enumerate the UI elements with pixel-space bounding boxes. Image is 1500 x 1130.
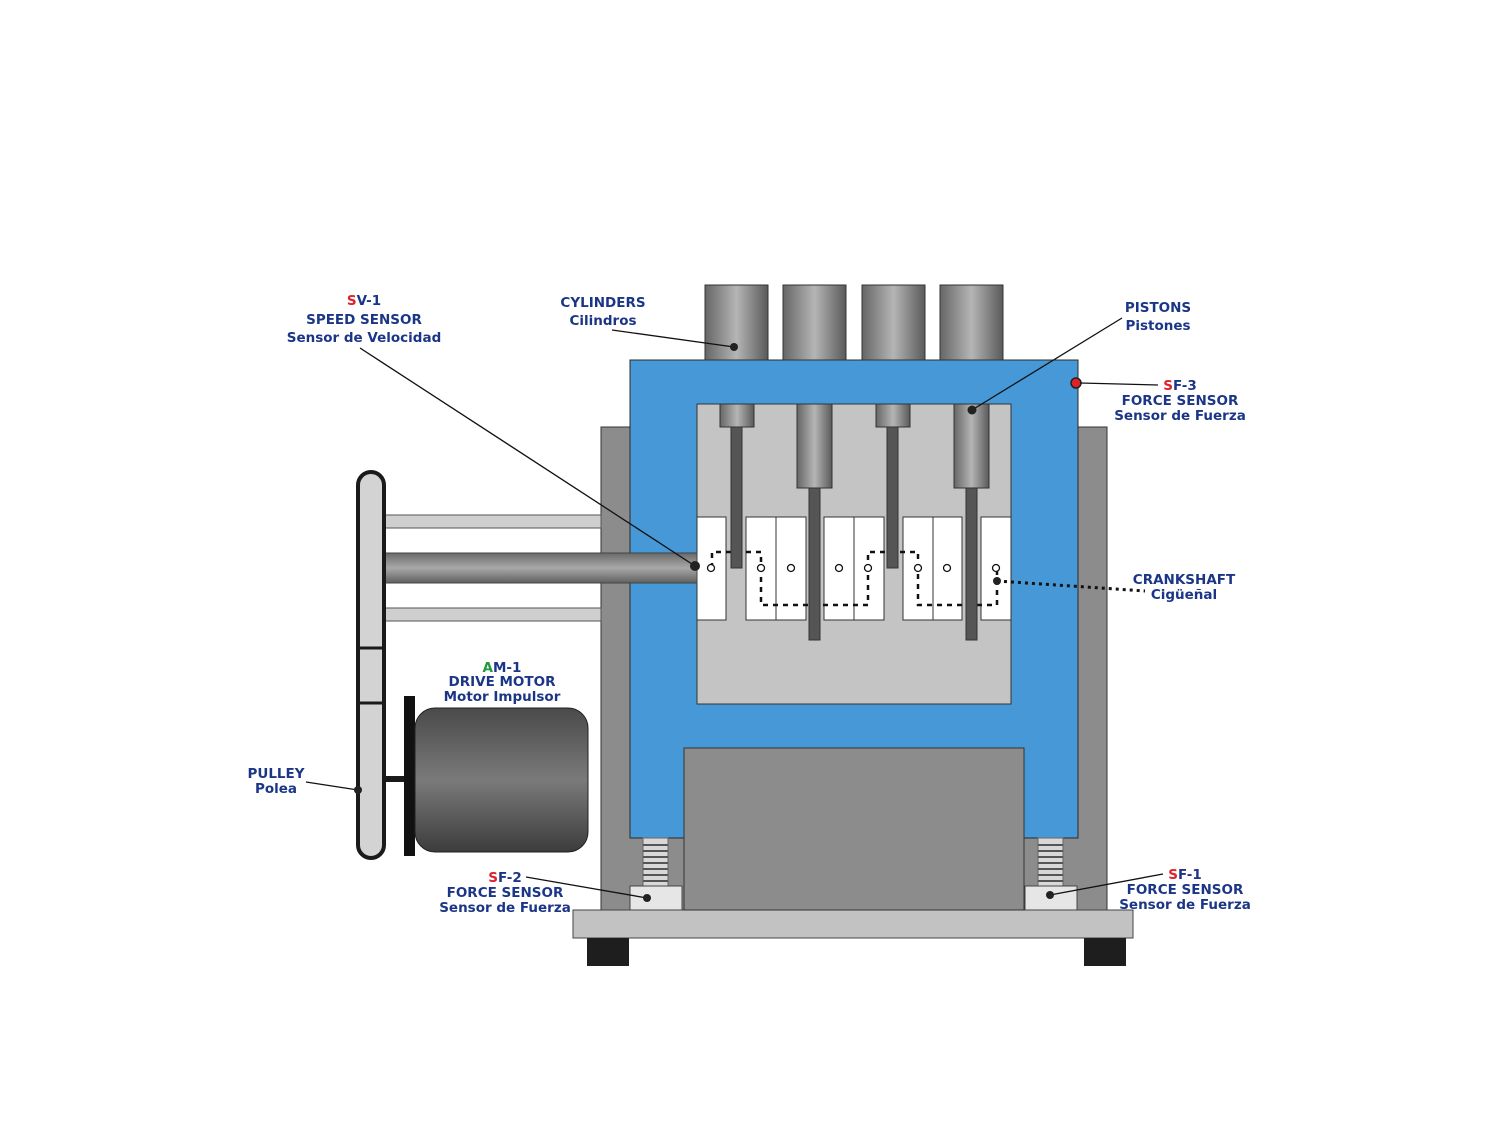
svg-text:Sensor de Velocidad: Sensor de Velocidad (287, 330, 442, 346)
guide-rod-top (383, 514, 602, 529)
cylinder-3 (861, 284, 926, 361)
lower-opening (683, 747, 1025, 911)
cylinder-2 (782, 284, 847, 361)
label-pulley: PULLEY Polea (247, 766, 304, 797)
pistons (719, 403, 990, 641)
main-shaft (383, 552, 698, 584)
svg-text:FORCE SENSOR: FORCE SENSOR (1127, 882, 1244, 898)
foot-right (1084, 938, 1126, 966)
label-sf1: SF-1 FORCE SENSOR Sensor de Fuerza (1119, 867, 1251, 913)
cylinder-4 (939, 284, 1004, 361)
force-sensor-sf3 (1070, 377, 1082, 389)
leader-lines (305, 317, 1164, 902)
svg-text:DRIVE MOTOR: DRIVE MOTOR (449, 674, 557, 690)
svg-text:Polea: Polea (255, 781, 297, 797)
label-crankshaft: CRANKSHAFT Cigüeñal (1133, 572, 1236, 603)
svg-text:FORCE SENSOR: FORCE SENSOR (1122, 393, 1239, 409)
svg-text:Sensor de Fuerza: Sensor de Fuerza (1119, 897, 1251, 913)
spring-right (1037, 837, 1064, 887)
label-cylinders: CYLINDERS Cilindros (560, 295, 645, 329)
svg-text:CYLINDERS: CYLINDERS (560, 295, 645, 311)
svg-text:SF-1: SF-1 (1168, 867, 1202, 883)
motor-shaft (384, 776, 406, 782)
svg-text:FORCE SENSOR: FORCE SENSOR (447, 885, 564, 901)
svg-text:PULLEY: PULLEY (247, 766, 304, 782)
label-pistons: PISTONS Pistones (1125, 300, 1191, 334)
base-plate (572, 909, 1134, 939)
svg-text:SF-2: SF-2 (488, 870, 522, 886)
foot-left (587, 938, 629, 966)
drive-motor (414, 707, 589, 853)
svg-text:SF-3: SF-3 (1163, 378, 1197, 394)
motor-flange (404, 696, 415, 856)
crank-journals (706, 563, 1001, 573)
svg-text:SV-1: SV-1 (347, 293, 381, 309)
svg-text:CRANKSHAFT: CRANKSHAFT (1133, 572, 1236, 588)
svg-text:Cilindros: Cilindros (569, 313, 636, 329)
svg-text:AM-1: AM-1 (483, 660, 522, 676)
svg-text:SPEED SENSOR: SPEED SENSOR (306, 312, 422, 328)
svg-text:Sensor de Fuerza: Sensor de Fuerza (439, 900, 571, 916)
spring-left (642, 837, 669, 887)
pulley (356, 470, 386, 860)
label-sf2: SF-2 FORCE SENSOR Sensor de Fuerza (439, 870, 571, 916)
cylinders (704, 284, 1004, 361)
svg-text:Cigüeñal: Cigüeñal (1151, 587, 1217, 603)
guide-rod-bottom (383, 607, 602, 622)
svg-text:Motor Impulsor: Motor Impulsor (444, 689, 561, 705)
label-am1: AM-1 DRIVE MOTOR Motor Impulsor (444, 660, 561, 705)
label-sf3: SF-3 FORCE SENSOR Sensor de Fuerza (1114, 378, 1246, 424)
svg-text:PISTONS: PISTONS (1125, 300, 1191, 316)
svg-text:Sensor de Fuerza: Sensor de Fuerza (1114, 408, 1246, 424)
label-sv1: SV-1 SPEED SENSOR Sensor de Velocidad (287, 293, 442, 346)
svg-text:Pistones: Pistones (1125, 318, 1190, 334)
force-sensor-sf2 (629, 885, 683, 911)
